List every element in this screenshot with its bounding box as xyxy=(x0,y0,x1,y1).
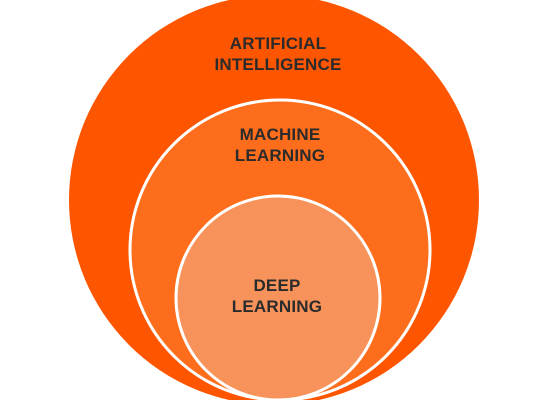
circle-deep-learning xyxy=(174,194,382,400)
label-line: MACHINE xyxy=(239,125,321,144)
label-artificial-intelligence: ARTIFICIAL INTELLIGENCE xyxy=(158,33,398,75)
label-line: ARTIFICIAL xyxy=(229,34,327,53)
label-line: DEEP xyxy=(253,276,301,295)
label-line: LEARNING xyxy=(231,297,323,316)
label-machine-learning: MACHINE LEARNING xyxy=(160,124,400,166)
label-line: LEARNING xyxy=(234,146,326,165)
label-line: INTELLIGENCE xyxy=(214,55,342,74)
label-deep-learning: DEEP LEARNING xyxy=(157,275,397,317)
